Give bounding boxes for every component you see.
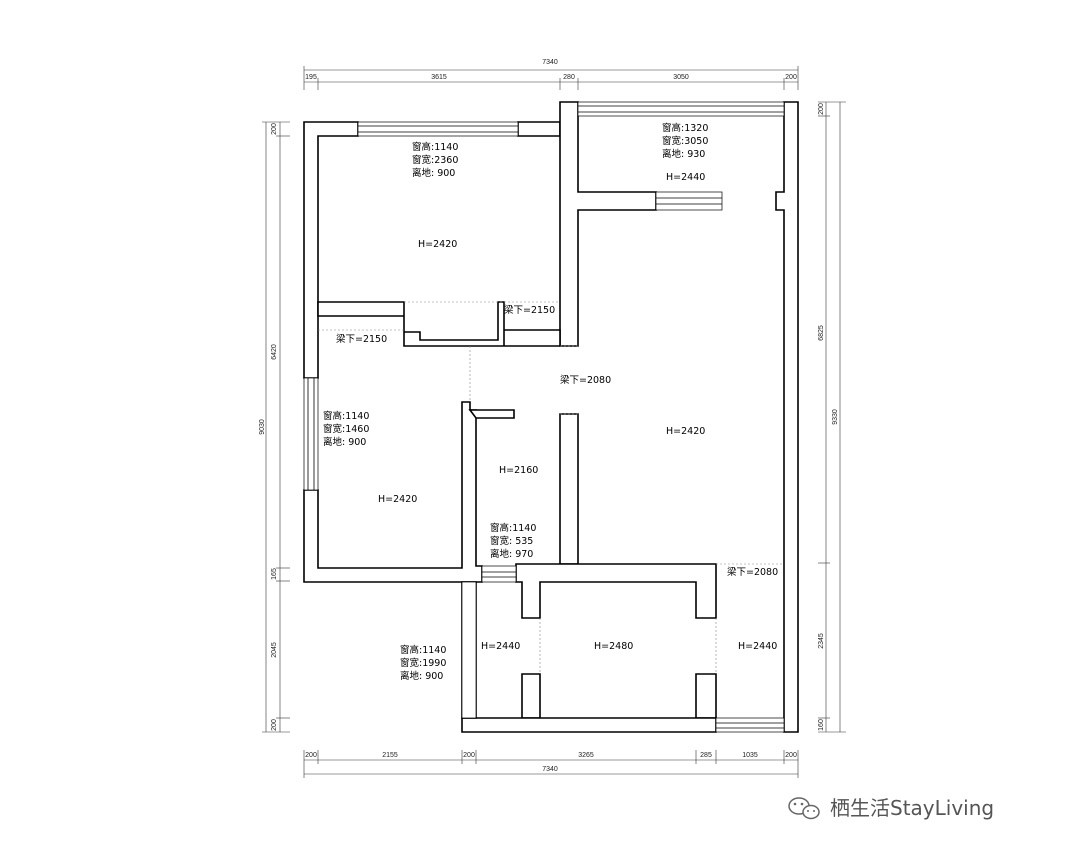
balcony-door <box>655 191 723 211</box>
watermark: 栖生活StayLiving <box>788 796 994 820</box>
beam-label-living: 梁下=2080 <box>560 374 611 386</box>
beam-label-center: 梁下=2150 <box>504 304 555 316</box>
beam-labels: 梁下=2150 梁下=2150 梁下=2080 梁下=2080 <box>336 304 778 578</box>
window-height-label: 窗高:1140 <box>490 522 536 534</box>
bottom-dim-6: 1035 <box>742 752 758 759</box>
window-height-label: 窗高:1140 <box>400 644 446 656</box>
sill-height-label: 离地: 930 <box>662 148 705 160</box>
room-bedroom-left: 窗高:1140 窗宽:1460 离地: 900 H=2420 <box>323 410 417 505</box>
window-corridor <box>481 565 517 583</box>
bottom-dim-2: 2155 <box>382 752 398 759</box>
bottom-dim-5: 285 <box>700 752 712 759</box>
ceiling-height-label: H=2440 <box>481 641 520 652</box>
window-height-label: 窗高:1140 <box>412 141 458 153</box>
bottom-total-dim: 7340 <box>542 766 558 773</box>
beam-label-left: 梁下=2150 <box>336 333 387 345</box>
top-dim-2: 3615 <box>431 74 447 81</box>
top-dim-3: 280 <box>563 74 575 81</box>
left-outer-dim: 9030 <box>259 419 266 435</box>
top-dim-5: 200 <box>785 74 797 81</box>
room-balcony-top-right: 窗高:1320 窗宽:3050 离地: 930 H=2440 <box>662 122 708 183</box>
room-kitchen: H=2480 <box>594 641 633 652</box>
watermark-text: 栖生活StayLiving <box>830 796 994 820</box>
window-height-label: 窗高:1320 <box>662 122 708 134</box>
top-dim-1: 195 <box>305 74 317 81</box>
right-dim-3: 2345 <box>818 633 825 649</box>
sill-height-label: 离地: 900 <box>323 436 366 448</box>
room-entry: H=2440 <box>738 641 777 652</box>
window-width-label: 窗宽: 535 <box>490 535 533 547</box>
beam-lines <box>318 301 784 674</box>
top-dimensions: 7340 195 3615 280 3050 200 <box>303 59 799 90</box>
ceiling-height-label: H=2440 <box>738 641 777 652</box>
bottom-dim-7: 200 <box>785 752 797 759</box>
right-outer-dim: 9330 <box>832 409 839 425</box>
window-height-label: 窗高:1140 <box>323 410 369 422</box>
left-dim-4: 2045 <box>271 642 278 658</box>
bottom-window-spec: 窗高:1140 窗宽:1990 离地: 900 <box>400 644 446 682</box>
left-dim-5: 200 <box>271 719 278 731</box>
sill-height-label: 离地: 900 <box>400 670 443 682</box>
right-dim-1: 200 <box>818 103 825 115</box>
right-dim-2: 6825 <box>818 325 825 341</box>
ceiling-height-label: H=2160 <box>499 465 538 476</box>
bottom-dimensions: 200 2155 200 3265 285 1035 200 7340 <box>303 750 799 778</box>
window-bottom-right <box>715 717 785 733</box>
left-dim-2: 6420 <box>271 344 278 360</box>
left-dim-1: 200 <box>271 123 278 135</box>
bottom-dim-1: 200 <box>305 752 317 759</box>
room-bedroom-top-left: 窗高:1140 窗宽:2360 离地: 900 H=2420 <box>412 141 458 250</box>
window-width-label: 窗宽:1460 <box>323 423 369 435</box>
left-dimensions: 9030 200 6420 165 2045 200 <box>259 121 290 733</box>
window-bottom-left <box>461 581 477 719</box>
window-top-right <box>577 101 785 117</box>
room-bathroom: H=2440 <box>481 641 520 652</box>
right-dimensions: 200 6825 2345 160 9330 <box>818 101 846 733</box>
walls <box>303 101 799 733</box>
top-total-dim: 7340 <box>542 59 558 66</box>
window-width-label: 窗宽:1990 <box>400 657 446 669</box>
ceiling-height-label: H=2420 <box>418 239 457 250</box>
sill-height-label: 离地: 900 <box>412 167 455 179</box>
sill-height-label: 离地: 970 <box>490 548 533 560</box>
ceiling-height-label: H=2480 <box>594 641 633 652</box>
bottom-dim-3: 200 <box>463 752 475 759</box>
windows <box>303 101 785 733</box>
window-width-label: 窗宽:3050 <box>662 135 708 147</box>
window-top-left <box>357 121 519 137</box>
window-width-label: 窗宽:2360 <box>412 154 458 166</box>
room-corridor: H=2160 窗高:1140 窗宽: 535 离地: 970 <box>490 465 538 560</box>
beam-label-entry: 梁下=2080 <box>727 566 778 578</box>
ceiling-height-label: H=2420 <box>666 426 705 437</box>
bottom-dim-4: 3265 <box>578 752 594 759</box>
window-left <box>303 377 319 491</box>
wechat-icon <box>788 797 820 820</box>
left-dim-3: 165 <box>271 568 278 580</box>
top-dim-4: 3050 <box>673 74 689 81</box>
ceiling-height-label: H=2420 <box>378 494 417 505</box>
right-dim-4: 160 <box>818 719 825 731</box>
room-living: H=2420 <box>666 426 705 437</box>
ceiling-height-label: H=2440 <box>666 172 705 183</box>
